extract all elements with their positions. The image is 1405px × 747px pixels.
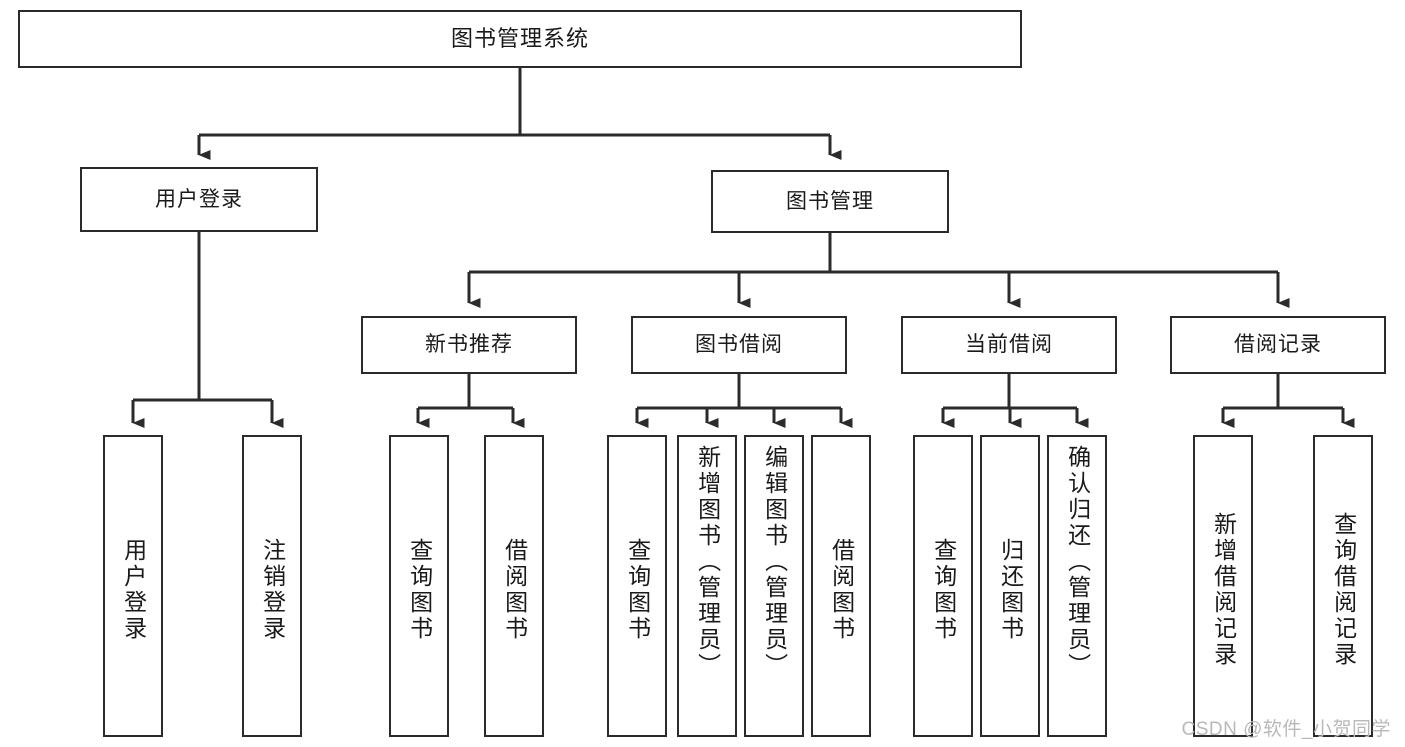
leaf-label: 查询图书	[406, 538, 433, 642]
leaf-user-login-logout[interactable]: 注销登录	[242, 435, 302, 737]
node-root-label: 图书管理系统	[450, 25, 589, 51]
leaf-label: 注销登录	[259, 538, 286, 642]
leaf-new-book-query[interactable]: 查询图书	[389, 435, 449, 737]
node-user-login-label: 用户登录	[155, 187, 243, 211]
leaf-borrow-record-query[interactable]: 查询借阅记录	[1313, 435, 1373, 737]
node-root[interactable]: 图书管理系统	[18, 10, 1022, 68]
leaf-label: 查询图书	[930, 538, 957, 642]
leaf-label: 查询借阅记录	[1330, 512, 1357, 668]
leaf-label: 新增借阅记录	[1210, 512, 1237, 668]
leaf-book-borrow-add[interactable]: 新增图书（管理员）	[677, 435, 737, 737]
leaf-label: 新增图书（管理员）	[694, 445, 721, 679]
leaf-label: 借阅图书	[501, 538, 528, 642]
node-book-management-label: 图书管理	[786, 189, 874, 213]
leaf-current-borrow-query[interactable]: 查询图书	[913, 435, 973, 737]
node-current-borrow[interactable]: 当前借阅	[901, 316, 1117, 374]
watermark: CSDN @软件_小贺同学	[1181, 719, 1391, 740]
node-borrow-record[interactable]: 借阅记录	[1170, 316, 1386, 374]
leaf-current-borrow-return[interactable]: 归还图书	[980, 435, 1040, 737]
leaf-new-book-borrow[interactable]: 借阅图书	[484, 435, 544, 737]
node-new-book-recommend[interactable]: 新书推荐	[361, 316, 577, 374]
node-borrow-record-label: 借阅记录	[1234, 333, 1322, 357]
leaf-label: 查询图书	[624, 538, 651, 642]
leaf-book-borrow-lend[interactable]: 借阅图书	[811, 435, 871, 737]
leaf-label: 归还图书	[997, 538, 1024, 642]
leaf-label: 编辑图书（管理员）	[761, 445, 788, 679]
node-new-book-recommend-label: 新书推荐	[425, 333, 513, 357]
leaf-user-login-login[interactable]: 用户登录	[103, 435, 163, 737]
node-book-borrow-label: 图书借阅	[695, 333, 783, 357]
leaf-book-borrow-query[interactable]: 查询图书	[607, 435, 667, 737]
leaf-borrow-record-add[interactable]: 新增借阅记录	[1193, 435, 1253, 737]
leaf-label: 确认归还（管理员）	[1064, 445, 1091, 679]
leaf-current-borrow-confirm[interactable]: 确认归还（管理员）	[1047, 435, 1107, 737]
node-book-borrow[interactable]: 图书借阅	[631, 316, 847, 374]
node-user-login[interactable]: 用户登录	[80, 167, 318, 232]
node-current-borrow-label: 当前借阅	[965, 333, 1053, 357]
leaf-book-borrow-edit[interactable]: 编辑图书（管理员）	[744, 435, 804, 737]
node-book-management[interactable]: 图书管理	[711, 170, 949, 233]
leaf-label: 借阅图书	[828, 538, 855, 642]
leaf-label: 用户登录	[120, 538, 147, 642]
